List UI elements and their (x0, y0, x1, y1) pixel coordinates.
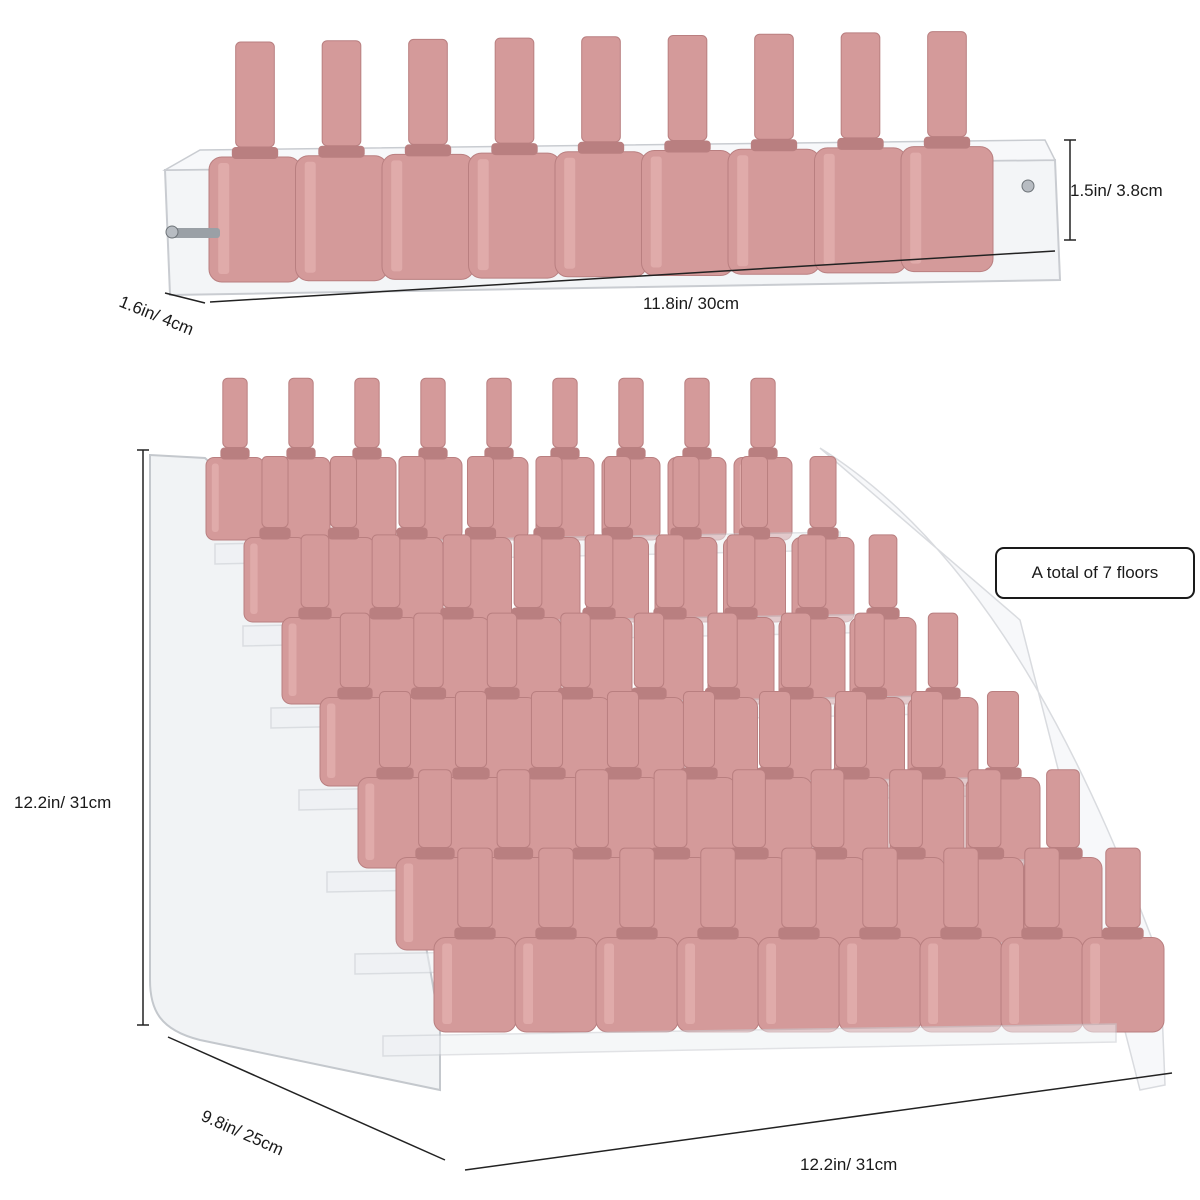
small-shelf-screw-left (165, 225, 220, 239)
rack-depth-label: 9.8in/ 25cm (198, 1106, 286, 1159)
rack-tiers (205, 377, 1165, 1057)
rack-bottle (757, 847, 841, 1033)
rack-bottle (595, 847, 679, 1033)
rack-bottle (205, 377, 265, 541)
small-shelf-bottles (208, 31, 994, 283)
small-shelf-bottle (381, 38, 475, 280)
rack-bottle (919, 847, 1003, 1033)
rack-bottle (243, 456, 307, 623)
small-shelf-height-dimension: 1.5in/ 3.8cm (1064, 139, 1163, 241)
small-shelf-bottle (900, 31, 994, 273)
rack-width-label: 12.2in/ 31cm (800, 1155, 897, 1174)
rack-bottle (514, 847, 598, 1033)
rack-bottle (676, 847, 760, 1033)
small-shelf-depth-dimension: 1.6in/ 4cm (117, 292, 206, 339)
tiered-rack (149, 377, 1166, 1092)
rack-bottle (433, 847, 517, 1033)
small-shelf-height-label: 1.5in/ 3.8cm (1070, 181, 1163, 200)
small-shelf-depth-label: 1.6in/ 4cm (117, 292, 197, 339)
small-shelf (162, 31, 1062, 297)
rack-width-dimension: 12.2in/ 31cm (464, 1072, 1173, 1174)
rack-bottle (357, 690, 433, 869)
small-shelf-bottle (727, 33, 821, 275)
small-shelf-length-label: 11.8in/ 30cm (643, 294, 739, 313)
small-shelf-length-dimension: 11.8in/ 30cm (209, 250, 1056, 313)
rack-bottle (838, 847, 922, 1033)
small-shelf-bottle (468, 37, 561, 279)
small-shelf-bottle (814, 32, 907, 274)
rack-bottle (1000, 847, 1084, 1033)
small-shelf-bottle (554, 36, 648, 278)
rack-tier-ledge (382, 1023, 1117, 1057)
floor-count-badge: A total of 7 floors (995, 547, 1195, 599)
rack-bottle (281, 534, 349, 705)
small-shelf-bottle (641, 35, 734, 276)
rack-bottle (1081, 847, 1165, 1033)
small-shelf-bottle (295, 40, 388, 282)
rack-height-label: 12.2in/ 31cm (14, 793, 111, 812)
small-shelf-bottle (208, 41, 302, 283)
rack-tier (382, 847, 1165, 1057)
small-shelf-screw-right (1021, 179, 1035, 193)
rack-bottle (319, 612, 391, 787)
rack-height-dimension: 12.2in/ 31cm (14, 449, 149, 1026)
